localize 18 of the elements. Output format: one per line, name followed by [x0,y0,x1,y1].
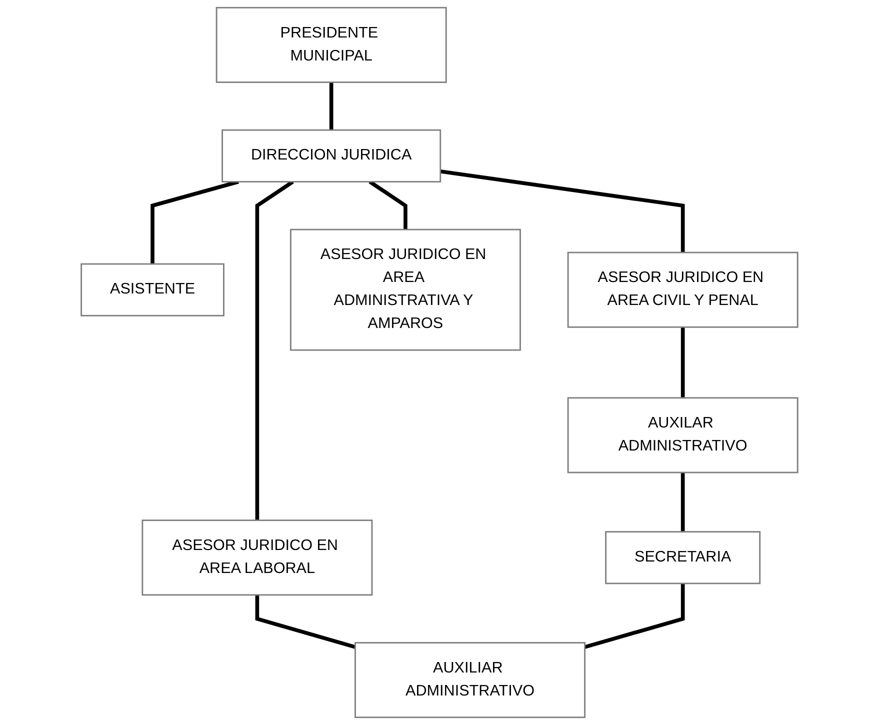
connector [254,180,294,520]
node-box: ASISTENTE [80,263,224,316]
connector [680,327,684,398]
connector [440,169,684,252]
node-box: DIRECCION JURIDICA [221,129,441,182]
node-box: ASESOR JURIDICO EN AREA LABORAL [141,520,372,596]
connector [680,472,684,532]
connector [328,82,333,130]
node-box: ASESOR JURIDICO EN AREA ADMINISTRATIVA Y AMPAROS [290,228,520,351]
connector [584,583,684,649]
node-box: AUXILIAR ADMINISTRATIVO [354,642,586,718]
node-box: ASESOR JURIDICO EN AREA CIVIL Y PENAL [566,252,798,328]
node-box: PRESIDENTE MUNICIPAL [215,6,446,83]
connector [254,594,356,649]
node-box: AUXILAR ADMINISTRATIVO [566,397,798,474]
connector [150,180,239,264]
connector [368,180,407,230]
node-box: SECRETARIA [604,531,760,584]
